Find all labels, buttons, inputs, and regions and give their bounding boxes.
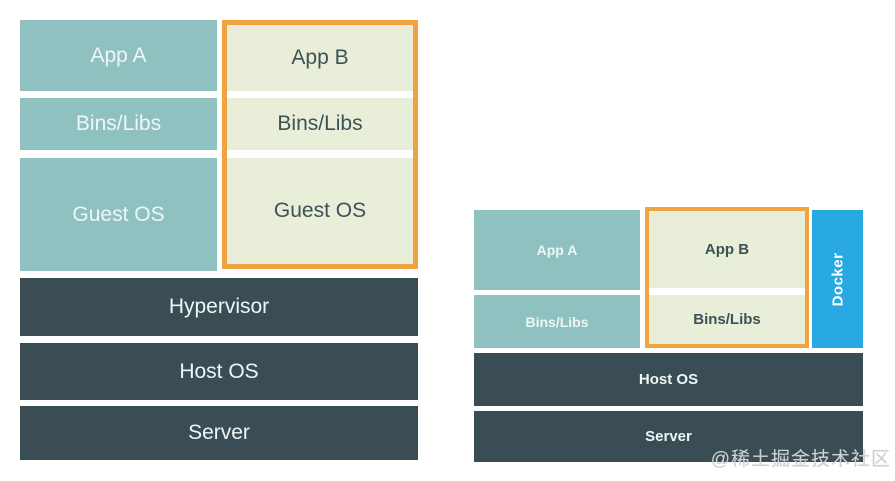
docker-engine-bar: Docker (812, 210, 863, 348)
docker-app-b-label: App B (704, 241, 750, 258)
docker-engine-label: Docker (829, 252, 847, 306)
docker-host-os-label: Host OS (638, 371, 699, 388)
vm-guest-os-b-box: Guest OS (227, 158, 413, 264)
docker-host-os-layer: Host OS (474, 353, 863, 406)
vm-host-os-label: Host OS (179, 359, 259, 383)
docker-bins-libs-b-box: Bins/Libs (649, 295, 805, 344)
docker-b-highlight-container: App B Bins/Libs (645, 207, 809, 348)
juejin-watermark: @稀土掘金技术社区 (710, 449, 891, 470)
docker-server-layer: Server (474, 411, 863, 462)
vm-server-label: Server (188, 421, 250, 444)
vm-app-b-label: App B (291, 46, 349, 69)
hypervisor-layer: Hypervisor (20, 278, 418, 336)
vm-bins-libs-a-label: Bins/Libs (75, 112, 162, 135)
vm-guest-os-b-label: Guest OS (273, 199, 367, 222)
docker-bins-libs-a-box: Bins/Libs (474, 295, 640, 348)
vm-host-os-layer: Host OS (20, 343, 418, 400)
vm-bins-libs-b-box: Bins/Libs (227, 98, 413, 150)
vm-app-a-label: App A (90, 43, 147, 67)
hypervisor-label: Hypervisor (168, 295, 270, 318)
docker-app-b-box: App B (649, 211, 805, 288)
docker-app-a-label: App A (536, 242, 578, 258)
docker-bins-libs-a-label: Bins/Libs (525, 313, 589, 330)
vm-bins-libs-b-label: Bins/Libs (277, 112, 363, 135)
vm-app-b-box: App B (227, 25, 413, 91)
vm-b-highlight-container: App B Bins/Libs Guest OS (222, 20, 418, 269)
vm-app-a-box: App A (20, 20, 217, 91)
docker-app-a-box: App A (474, 210, 640, 290)
vm-guest-os-a-label: Guest OS (72, 202, 165, 226)
docker-bins-libs-b-label: Bins/Libs (693, 311, 761, 328)
vm-guest-os-a-box: Guest OS (20, 158, 217, 271)
vm-server-layer: Server (20, 406, 418, 460)
vm-bins-libs-a-box: Bins/Libs (20, 98, 217, 150)
docker-server-label: Server (645, 428, 692, 445)
